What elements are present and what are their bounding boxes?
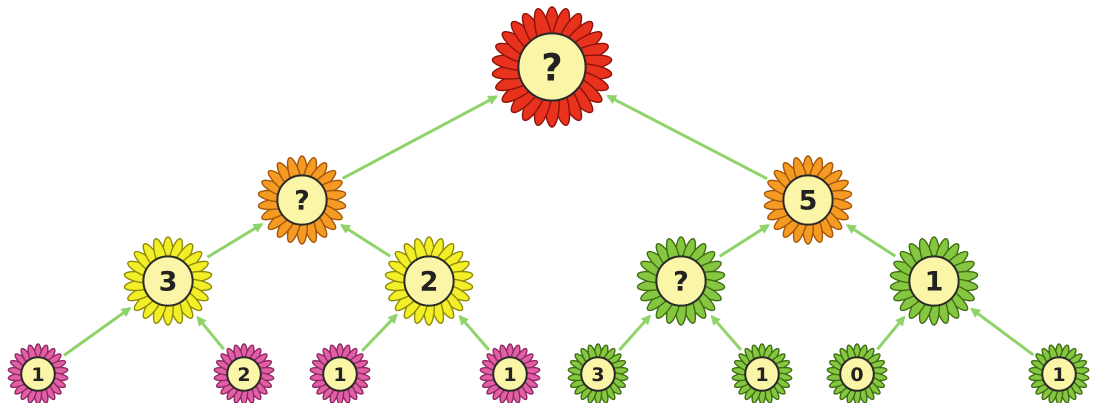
flower-node-leaf-1: 1 bbox=[7, 343, 69, 403]
flower-center bbox=[492, 356, 528, 392]
flower-center bbox=[276, 174, 328, 226]
arrow-leaf_5-to-right_left bbox=[618, 314, 652, 352]
arrow-right_right-to-right bbox=[845, 224, 897, 258]
flower-node-left-left: 3 bbox=[123, 236, 213, 326]
flower-node-right: 5 bbox=[763, 155, 853, 245]
flower-node-leaf-8: 1 bbox=[1028, 343, 1090, 403]
flower-node-leaf-2: 2 bbox=[213, 343, 275, 403]
arrow-leaf_2-to-left_left bbox=[196, 315, 225, 351]
arrow-right-to-root bbox=[606, 94, 768, 181]
flower-label: ? bbox=[541, 47, 562, 90]
flower-center bbox=[782, 174, 834, 226]
flower-label: 1 bbox=[333, 364, 346, 386]
flower-center bbox=[1041, 356, 1077, 392]
flower-node-root: ? bbox=[491, 6, 613, 128]
flower-label: ? bbox=[294, 186, 310, 217]
flower-node-right-left: ? bbox=[636, 236, 726, 326]
flower-center bbox=[20, 356, 56, 392]
flower-label: 1 bbox=[503, 364, 516, 386]
arrow-leaf_3-to-left_right bbox=[361, 313, 398, 352]
flower-label: 1 bbox=[1052, 364, 1065, 386]
flower-label: 1 bbox=[755, 364, 768, 386]
flower-center bbox=[744, 356, 780, 392]
flower-label: 1 bbox=[925, 267, 944, 298]
arrow-right_left-to-right bbox=[718, 224, 771, 258]
flower-node-leaf-3: 1 bbox=[309, 343, 371, 403]
flower-center bbox=[580, 356, 616, 392]
edges-layer bbox=[63, 94, 1035, 357]
flower-center bbox=[839, 356, 875, 392]
arrow-left_right-to-left bbox=[339, 224, 392, 258]
flower-label: 5 bbox=[799, 186, 818, 217]
arrow-leaf_1-to-left_left bbox=[63, 307, 132, 357]
arrow-leaf_6-to-right_left bbox=[710, 314, 743, 351]
flower-center bbox=[226, 356, 262, 392]
flower-node-left-right: 2 bbox=[384, 236, 474, 326]
flower-center bbox=[322, 356, 358, 392]
flower-label: 3 bbox=[159, 267, 178, 298]
flower-node-leaf-5: 3 bbox=[567, 343, 629, 403]
flower-label: 2 bbox=[237, 364, 250, 386]
arrow-leaf_4-to-left_right bbox=[458, 314, 491, 351]
flower-node-left: ? bbox=[257, 155, 347, 245]
flower-node-right-right: 1 bbox=[889, 236, 979, 326]
flower-label: 3 bbox=[591, 364, 604, 386]
flower-center bbox=[908, 255, 960, 307]
flower-center bbox=[142, 255, 194, 307]
arrow-leaf_7-to-right_right bbox=[876, 315, 906, 351]
flower-center bbox=[655, 255, 707, 307]
flower-label: 2 bbox=[420, 267, 439, 298]
arrow-left-to-root bbox=[341, 95, 499, 180]
nodes-layer: ?? 5 3 2? 1 1 2 1 1 3 1 0 1 bbox=[7, 6, 1090, 403]
arrow-leaf_8-to-right_right bbox=[970, 307, 1035, 357]
flower-node-leaf-4: 1 bbox=[479, 343, 541, 403]
flower-center bbox=[517, 32, 587, 102]
flower-label: ? bbox=[673, 267, 689, 298]
flower-center bbox=[403, 255, 455, 307]
arrow-left_left-to-left bbox=[206, 223, 264, 259]
flower-label: 0 bbox=[850, 364, 863, 386]
flower-label: 1 bbox=[31, 364, 44, 386]
flower-node-leaf-7: 0 bbox=[826, 343, 888, 403]
flower-node-leaf-6: 1 bbox=[731, 343, 793, 403]
